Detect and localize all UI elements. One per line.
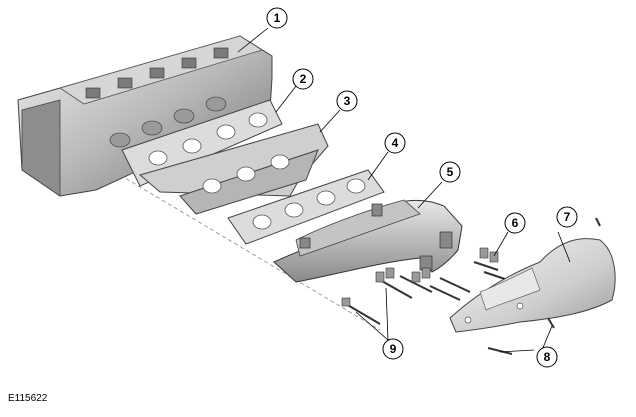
callout-2: 2 (292, 68, 314, 90)
exhaust-manifold-5 (273, 199, 463, 283)
cylinder-head (17, 35, 273, 197)
svg-text:5: 5 (447, 165, 454, 179)
nut-6 (473, 247, 509, 281)
callout-1: 1 (266, 7, 288, 29)
heat-shield-7 (449, 238, 616, 333)
svg-text:2: 2 (300, 72, 307, 86)
callout-8: 8 (536, 346, 558, 368)
svg-text:7: 7 (564, 210, 571, 224)
alignment-axis (119, 174, 381, 331)
svg-text:3: 3 (344, 94, 351, 108)
leader-lines (237, 27, 571, 353)
svg-text:1: 1 (274, 11, 281, 25)
callout-4: 4 (384, 132, 406, 154)
callout-9: 9 (382, 338, 404, 360)
callout-5: 5 (439, 161, 461, 183)
callout-7: 7 (556, 206, 578, 228)
callout-6: 6 (504, 212, 526, 234)
svg-text:9: 9 (390, 342, 397, 356)
figure-id-label: E115622 (8, 393, 48, 404)
bolt-9 (345, 275, 471, 325)
heat-shield-plate-3 (138, 123, 329, 215)
gasket-4 (227, 169, 385, 245)
svg-text:6: 6 (512, 216, 519, 230)
bolt-8 (487, 217, 601, 355)
callout-3: 3 (336, 90, 358, 112)
gasket-2 (121, 99, 283, 187)
svg-text:8: 8 (544, 350, 551, 364)
svg-text:4: 4 (392, 136, 399, 150)
nut-9 (341, 267, 431, 307)
